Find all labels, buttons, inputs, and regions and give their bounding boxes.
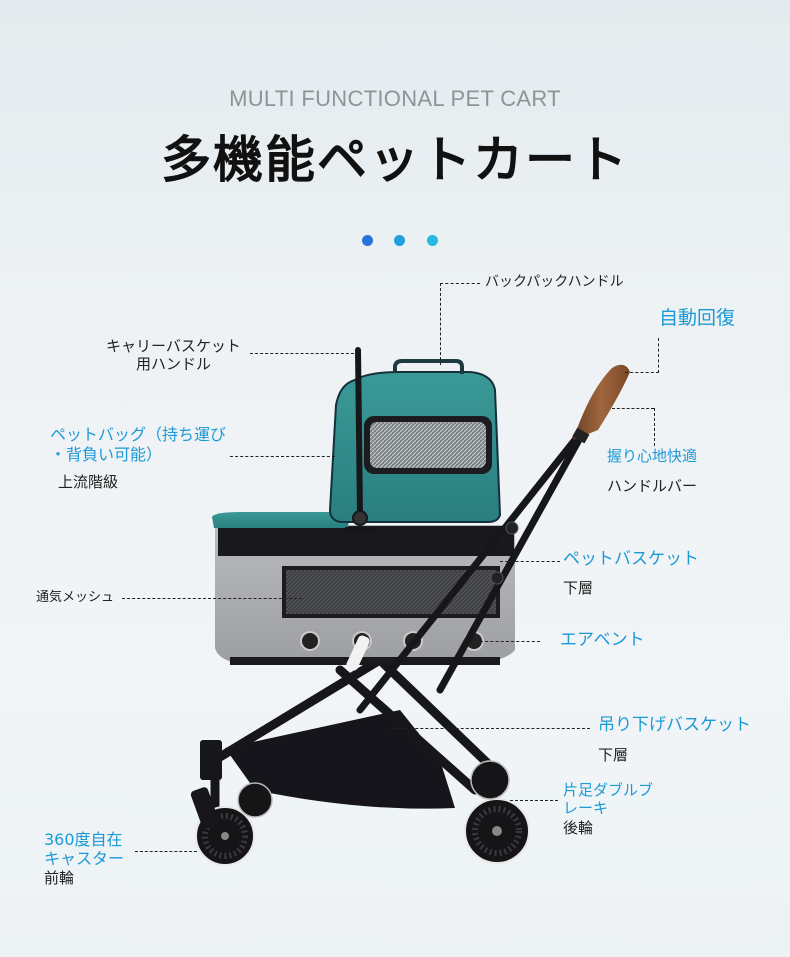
label-air-vent: エアベント [560, 630, 645, 650]
label-handlebar: ハンドルバー [607, 477, 698, 495]
label-brake-1: 片足ダブルブ [563, 781, 654, 799]
label-carrier-handle-1: キャリーバスケット [106, 337, 241, 355]
label-carrier-handle-2: 用ハンドル [136, 355, 212, 373]
leader-pet-bag [230, 456, 335, 457]
label-pet-basket: ペットバスケット [563, 549, 699, 569]
leader-air-vent [480, 641, 540, 642]
leader-vent-mesh [122, 598, 302, 599]
label-vent-mesh: 通気メッシュ [36, 590, 115, 605]
dot-indicator-2 [394, 235, 405, 246]
leader-comfort-grip [612, 408, 654, 409]
leader-hanging-basket [390, 728, 590, 729]
dot-indicator-1 [362, 235, 373, 246]
leader-backpack-handle-v [440, 283, 441, 365]
label-pet-bag-2: ・背負い可能） [50, 445, 163, 464]
leader-comfort-grip-v [654, 408, 655, 446]
leader-pet-basket [500, 561, 560, 562]
label-caster-1: 360度自在 [44, 830, 123, 849]
label-pet-basket-sub: 下層 [563, 579, 594, 597]
label-caster-2: キャスター [44, 849, 125, 868]
label-auto-recovery: 自動回復 [659, 307, 736, 329]
page-title: 多機能ペットカート [161, 131, 629, 189]
label-brake-2: レーキ [563, 799, 609, 817]
leader-backpack-handle [440, 283, 480, 284]
leader-carrier-handle [250, 353, 354, 354]
label-backpack-handle: バックパックハンドル [485, 274, 624, 290]
subtitle: MULTI FUNCTIONAL PET CART [229, 86, 561, 111]
leader-brake [510, 800, 558, 801]
label-hanging-basket: 吊り下げバスケット [598, 715, 751, 735]
label-rear-wheel: 後輪 [563, 819, 594, 837]
dot-indicator-3 [427, 235, 438, 246]
leader-caster [135, 851, 197, 852]
label-comfort-grip: 握り心地快適 [607, 447, 698, 465]
label-upper-level: 上流階級 [58, 473, 119, 491]
label-hanging-basket-sub: 下層 [598, 746, 629, 764]
leader-auto-recovery [625, 372, 659, 373]
leader-auto-recovery-v [658, 338, 659, 373]
label-front-wheel: 前輪 [44, 869, 75, 887]
label-pet-bag-1: ペットバッグ（持ち運び [50, 425, 227, 444]
